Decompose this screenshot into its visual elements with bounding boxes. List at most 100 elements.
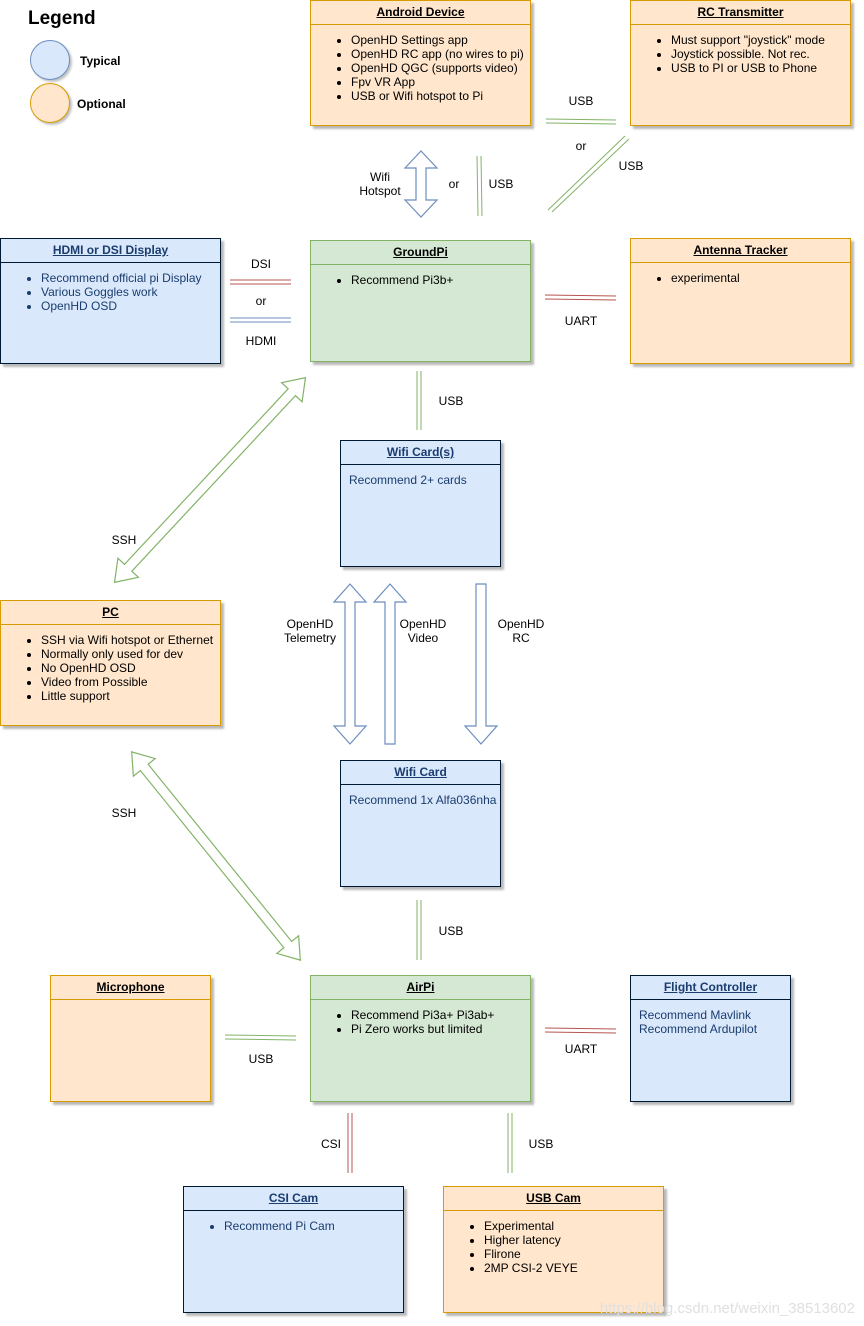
list-item: Flirone xyxy=(484,1247,663,1261)
pc-box: PC SSH via Wifi hotspot or Ethernet Norm… xyxy=(0,600,221,726)
airpi-title: AirPi xyxy=(311,976,530,1000)
usb-cam-title: USB Cam xyxy=(444,1187,663,1211)
usb-cam-list: Experimental Higher latency Flirone 2MP … xyxy=(444,1219,663,1275)
flight-controller-line: Recommend Mavlink xyxy=(639,1008,752,1022)
csi-cam-box: CSI Cam Recommend Pi Cam xyxy=(183,1186,404,1313)
air-wifi-card-text: Recommend 1x Alfa036nha xyxy=(349,793,497,807)
hdmi-label: HDMI xyxy=(245,334,277,348)
list-item: Video from Possible xyxy=(41,675,220,689)
list-item: Recommend official pi Display xyxy=(41,271,220,285)
list-item: Fpv VR App xyxy=(351,75,530,89)
telemetry-line: Telemetry xyxy=(283,631,337,645)
csi-label: CSI xyxy=(320,1137,342,1151)
groundpi-box: GroundPi Recommend Pi3b+ xyxy=(310,240,531,362)
watermark: https://blog.csdn.net/weixin_38513602 xyxy=(599,1300,855,1317)
usb-wifi-airpi-link xyxy=(416,900,422,960)
or-rc-label: or xyxy=(575,139,587,153)
ground-wifi-cards-title: Wifi Card(s) xyxy=(341,441,500,465)
optional-label: Optional xyxy=(77,97,126,111)
ssh-bottom-arrow xyxy=(131,751,301,961)
list-item: Recommend Pi Cam xyxy=(224,1219,403,1233)
wifi-hotspot-label: Wifi Hotspot xyxy=(359,170,400,198)
list-item: Must support "joystick" mode xyxy=(671,33,850,47)
list-item: OpenHD OSD xyxy=(41,299,220,313)
csi-cam-title: CSI Cam xyxy=(184,1187,403,1211)
list-item: Little support xyxy=(41,689,220,703)
uart-fc-label: UART xyxy=(564,1042,598,1056)
list-item: Recommend Pi3b+ xyxy=(351,273,530,287)
air-wifi-card-box: Wifi Card Recommend 1x Alfa036nha xyxy=(340,760,501,887)
antenna-tracker-box: Antenna Tracker experimental xyxy=(630,238,851,364)
typical-swatch xyxy=(30,40,70,80)
wifi-hotspot-arrow xyxy=(403,150,439,218)
airpi-list: Recommend Pi3a+ Pi3ab+ Pi Zero works but… xyxy=(311,1008,530,1036)
list-item: OpenHD QGC (supports video) xyxy=(351,61,530,75)
usb-mic-label: USB xyxy=(248,1052,274,1066)
usb-mic-link xyxy=(224,1034,297,1041)
ssh-top-arrow xyxy=(113,376,307,584)
list-item: Various Goggles work xyxy=(41,285,220,299)
list-item: USB or Wifi hotspot to Pi xyxy=(351,89,530,103)
list-item: 2MP CSI-2 VEYE xyxy=(484,1261,663,1275)
usb-cam-label: USB xyxy=(528,1137,554,1151)
list-item: OpenHD Settings app xyxy=(351,33,530,47)
hdmi-link xyxy=(230,317,291,323)
pc-list: SSH via Wifi hotspot or Ethernet Normall… xyxy=(1,633,220,703)
android-device-box: Android Device OpenHD Settings app OpenH… xyxy=(310,0,531,126)
usb-cam-link xyxy=(507,1113,513,1173)
usb-groundpi-wifi-label: USB xyxy=(438,394,464,408)
list-item: Recommend Pi3a+ Pi3ab+ xyxy=(351,1008,530,1022)
ground-wifi-cards-text: Recommend 2+ cards xyxy=(349,473,467,487)
optional-swatch xyxy=(30,83,70,123)
legend-title: Legend xyxy=(28,8,96,29)
ground-wifi-cards-box: Wifi Card(s) Recommend 2+ cards xyxy=(340,440,501,567)
video-label: OpenHD Video xyxy=(400,617,447,645)
airpi-box: AirPi Recommend Pi3a+ Pi3ab+ Pi Zero wor… xyxy=(310,975,531,1102)
telemetry-label: OpenHD Telemetry xyxy=(284,617,336,645)
video-arrow xyxy=(372,583,408,745)
ssh-top-label: SSH xyxy=(111,533,137,547)
uart-fc-link xyxy=(544,1027,617,1034)
usb-android-label: USB xyxy=(488,177,514,191)
android-device-title: Android Device xyxy=(311,1,530,25)
flight-controller-title: Flight Controller xyxy=(631,976,790,1000)
usb-cam-box: USB Cam Experimental Higher latency Flir… xyxy=(443,1186,664,1313)
display-title: HDMI or DSI Display xyxy=(1,239,220,263)
groundpi-title: GroundPi xyxy=(311,241,530,265)
microphone-box: Microphone xyxy=(50,975,211,1102)
list-item: SSH via Wifi hotspot or Ethernet xyxy=(41,633,220,647)
usb-groundpi-wifi-link xyxy=(416,371,422,430)
dsi-link xyxy=(230,279,291,285)
video-line: OpenHD xyxy=(399,617,447,631)
list-item: experimental xyxy=(671,271,850,285)
video-line: Video xyxy=(407,631,439,645)
telemetry-arrow xyxy=(332,583,368,745)
air-wifi-card-title: Wifi Card xyxy=(341,761,500,785)
dsi-label: DSI xyxy=(250,257,272,271)
typical-label: Typical xyxy=(80,54,121,68)
uart-antenna-link xyxy=(544,294,617,301)
list-item: Joystick possible. Not rec. xyxy=(671,47,850,61)
csi-cam-list: Recommend Pi Cam xyxy=(184,1219,403,1233)
android-device-list: OpenHD Settings app OpenHD RC app (no wi… xyxy=(311,33,530,103)
list-item: Normally only used for dev xyxy=(41,647,220,661)
ssh-bottom-label: SSH xyxy=(111,806,137,820)
wifi-hotspot-line: Hotspot xyxy=(359,184,401,198)
display-box: HDMI or DSI Display Recommend official p… xyxy=(0,238,221,364)
antenna-tracker-title: Antenna Tracker xyxy=(631,239,850,263)
groundpi-list: Recommend Pi3b+ xyxy=(311,273,530,287)
csi-link xyxy=(347,1113,353,1173)
rc-arrow xyxy=(463,583,499,745)
list-item: Experimental xyxy=(484,1219,663,1233)
list-item: Higher latency xyxy=(484,1233,663,1247)
or-android-label: or xyxy=(448,177,460,191)
usb-android-groundpi-link xyxy=(476,155,483,217)
list-item: OpenHD RC app (no wires to pi) xyxy=(351,47,530,61)
or-display-label: or xyxy=(255,294,267,308)
rc-transmitter-list: Must support "joystick" mode Joystick po… xyxy=(631,33,850,75)
wifi-hotspot-line: Wifi xyxy=(369,170,390,184)
microphone-title: Microphone xyxy=(51,976,210,1000)
flight-controller-box: Flight Controller Recommend Mavlink Reco… xyxy=(630,975,791,1102)
